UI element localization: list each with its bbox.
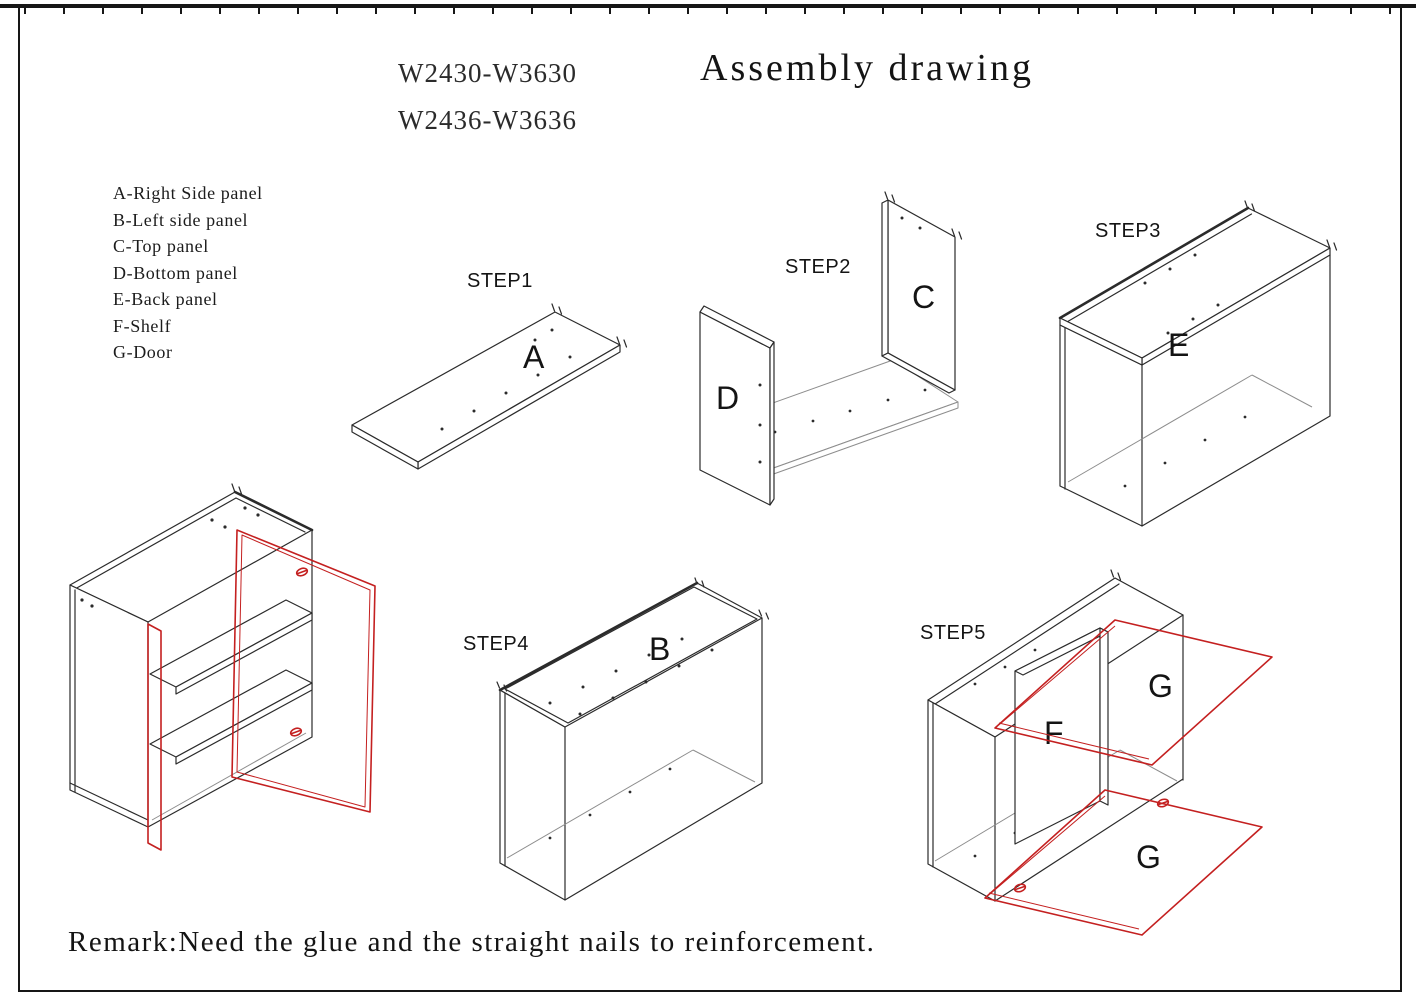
step3: STEP3 <box>1050 198 1350 540</box>
step2-label: STEP2 <box>785 256 851 278</box>
screw-holes <box>1123 415 1247 488</box>
door-g-lower: G <box>984 789 1263 936</box>
screw-holes <box>973 648 1057 858</box>
parts-list-item-a: A-Right Side panel <box>113 183 263 203</box>
step4-drawing: B <box>496 577 770 901</box>
step4-label: STEP4 <box>463 633 529 655</box>
part-c-label: C <box>912 279 935 315</box>
hinge-icon <box>1156 798 1170 808</box>
door-g-upper: G <box>994 619 1273 766</box>
page-title: Assembly drawing <box>700 47 1035 89</box>
parts-list-item-f: F-Shelf <box>113 315 172 336</box>
parts-list: A-Right Side panel B-Left side panel C-T… <box>113 180 263 366</box>
parts-list-item-e: E-Back panel <box>113 289 218 309</box>
model-numbers: W2430-W3630 W2436-W3636 <box>398 50 577 144</box>
part-e-label: E <box>1168 327 1189 363</box>
sheet-top-edge <box>0 4 1416 8</box>
panel-b: B <box>496 577 770 728</box>
parts-list-item-d: D-Bottom panel <box>113 262 238 283</box>
carcass <box>69 483 314 828</box>
model-number-1: W2430-W3630 <box>398 58 577 88</box>
completed-cabinet-drawing <box>69 483 376 851</box>
step3-label: STEP3 <box>1095 220 1161 242</box>
step1-drawing: A <box>351 303 628 470</box>
screw-holes <box>1143 253 1220 335</box>
parts-list-item-b: B-Left side panel <box>113 209 249 230</box>
closed-door-g <box>147 623 162 851</box>
shelf <box>149 669 313 765</box>
shelf-f: F <box>1014 627 1109 845</box>
remark-text: Remark:Need the glue and the straight na… <box>68 926 876 958</box>
part-f-label: F <box>1044 715 1064 751</box>
completed-cabinet <box>62 482 402 872</box>
step2-drawing: D C <box>699 191 963 506</box>
shelf <box>149 599 313 695</box>
part-d-label: D <box>716 380 739 416</box>
model-number-2: W2436-W3636 <box>398 105 577 135</box>
parts-list-item-g: G-Door <box>113 342 173 362</box>
screw-holes <box>548 767 672 840</box>
step1-label: STEP1 <box>467 270 533 292</box>
panel-d: D <box>699 305 775 506</box>
panel-a: A <box>351 303 628 470</box>
panel-e: E <box>1058 200 1338 366</box>
screw-holes <box>440 328 572 431</box>
step5-drawing: F G G <box>927 569 1273 936</box>
part-a-label: A <box>523 339 545 375</box>
open-door-g <box>231 529 376 813</box>
hinge-icon <box>289 727 303 737</box>
step1: STEP1 A <box>345 262 645 477</box>
step2: STEP2 D <box>690 190 982 522</box>
part-b-label: B <box>649 631 670 667</box>
step5-label: STEP5 <box>920 622 986 644</box>
step5: STEP5 F <box>915 566 1295 968</box>
part-g-lower-label: G <box>1136 839 1161 875</box>
screw-holes <box>80 506 260 608</box>
hinge-icon <box>1013 883 1027 893</box>
screw-holes <box>548 637 714 716</box>
part-g-upper-label: G <box>1148 668 1173 704</box>
hinge-icon <box>295 567 309 577</box>
step3-drawing: E <box>1058 200 1338 527</box>
sheet-top-ticks <box>24 8 1392 14</box>
step4: STEP4 <box>455 577 775 923</box>
parts-list-item-c: C-Top panel <box>113 236 209 256</box>
panel-c: C <box>881 191 963 394</box>
